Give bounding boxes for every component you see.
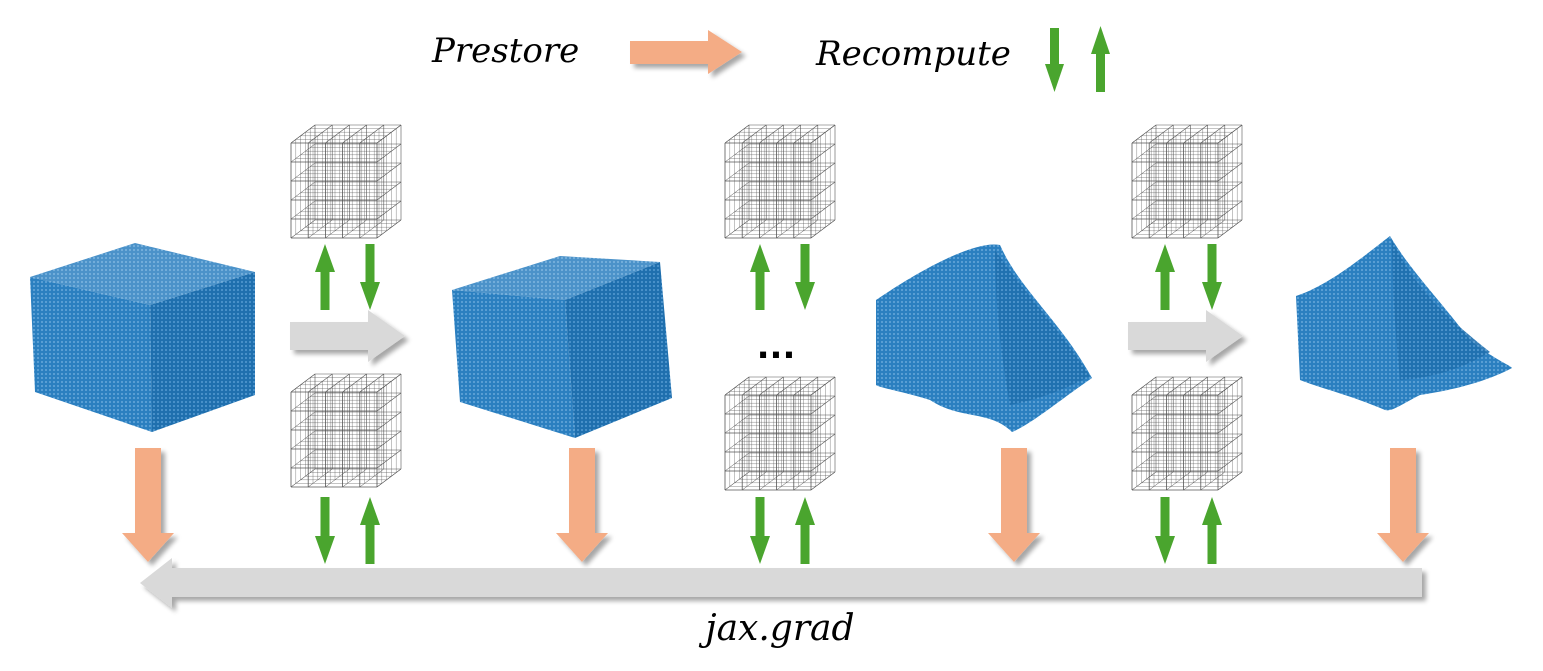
recompute-down-arrow-top-2	[795, 244, 815, 310]
recompute-down-arrow-top-1	[360, 244, 380, 310]
grid-top-3	[1131, 124, 1243, 239]
forward-flow-arrow-2	[1128, 310, 1243, 362]
recompute-arrows	[315, 244, 1222, 564]
recompute-down-arrow-bottom-1	[315, 497, 335, 564]
jax-grad-label: jax.grad	[698, 608, 854, 649]
recompute-down-arrow-bottom-2	[750, 497, 770, 564]
recompute-up-arrow-top-3	[1155, 244, 1175, 310]
prestore-arrows	[122, 448, 1429, 562]
recompute-up-arrow-bottom-1	[360, 497, 380, 564]
point-cloud-state-3	[876, 244, 1092, 432]
grid-bottom-2	[724, 376, 836, 491]
recompute-up-arrow-bottom-2	[795, 497, 815, 564]
point-cloud-state-1	[30, 243, 255, 432]
forward-flow-arrow-1	[290, 310, 405, 362]
recompute-up-arrow-top-2	[750, 244, 770, 310]
grid-bottom-1	[290, 373, 402, 488]
prestore-legend-label: Prestore	[431, 31, 579, 71]
point-cloud-state-4	[1296, 236, 1512, 411]
recompute-up-arrow-bottom-3	[1202, 497, 1222, 564]
backward-gradient-arrow	[140, 558, 1422, 608]
grid-top-1	[290, 124, 402, 239]
recompute-up-arrow-icon	[1091, 26, 1110, 92]
prestore-down-arrow-3	[988, 448, 1040, 562]
prestore-down-arrow-1	[122, 448, 174, 562]
prestore-down-arrow-2	[556, 448, 608, 562]
recompute-down-arrow-bottom-3	[1155, 497, 1175, 564]
prestore-down-arrow-4	[1377, 448, 1429, 562]
recompute-down-arrow-top-3	[1202, 244, 1222, 310]
point-cloud-state-2	[452, 256, 672, 438]
recompute-legend-label: Recompute	[815, 34, 1011, 74]
recompute-legend-arrows	[1045, 26, 1110, 92]
prestore-legend-arrow	[630, 30, 742, 74]
grid-templates	[290, 124, 1243, 491]
ellipsis-label: ...	[757, 327, 796, 367]
grid-top-2	[724, 124, 836, 239]
grid-bottom-3	[1131, 376, 1243, 491]
recompute-down-arrow-icon	[1045, 28, 1064, 92]
recompute-up-arrow-top-1	[315, 244, 335, 310]
